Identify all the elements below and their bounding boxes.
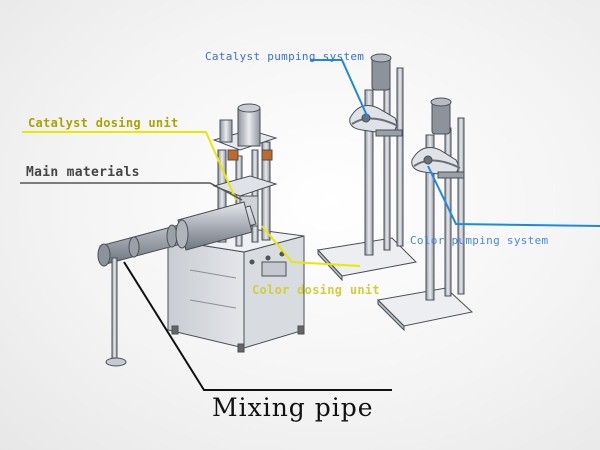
color-pumping-leader [427, 165, 600, 227]
color-dosing-unit-label: Color dosing unit [252, 283, 380, 297]
catalyst-pumping-system-label: Catalyst pumping system [205, 50, 365, 63]
mixing-pipe-leader [123, 261, 392, 391]
catalyst-dosing-leader [22, 131, 237, 201]
color-pumping-system-label: Color pumping system [410, 234, 549, 247]
catalyst-pumping-leader [310, 59, 369, 119]
main-materials-leader [20, 182, 243, 201]
color-dosing-leader [261, 225, 361, 267]
main-materials-label: Main materials [26, 165, 140, 180]
mixing-pipe-label: Mixing pipe [212, 393, 374, 422]
mixing-pipe [97, 201, 257, 367]
catalyst-dosing-unit-label: Catalyst dosing unit [28, 116, 179, 130]
catalyst-pumping-system [317, 53, 418, 282]
color-pumping-system [376, 97, 474, 332]
